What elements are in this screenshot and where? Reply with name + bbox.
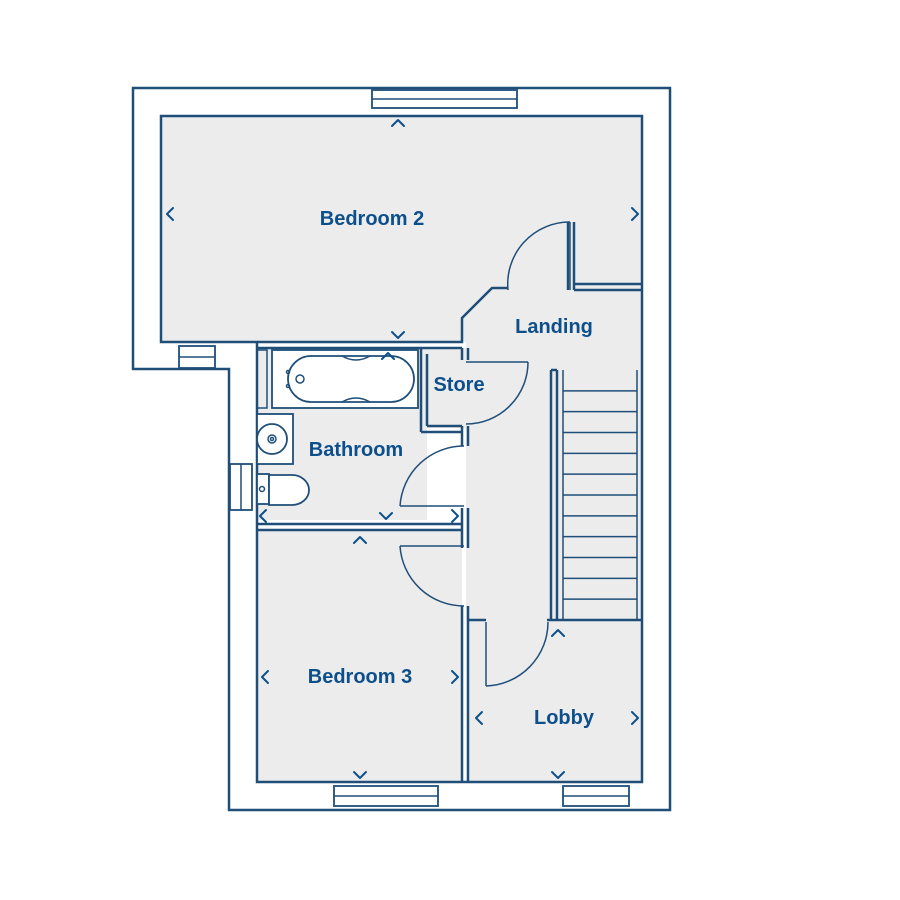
landing-area <box>466 290 642 620</box>
bath-icon <box>271 349 419 409</box>
doors <box>399 221 571 687</box>
windows <box>178 89 630 807</box>
bedroom-3-area <box>257 530 462 782</box>
arrow-right <box>631 207 639 221</box>
arrow-right <box>631 711 639 725</box>
room-label-bathroom: Bathroom <box>309 439 403 461</box>
arrow-up <box>353 536 367 544</box>
arrow-down <box>379 512 393 520</box>
arrow-up <box>551 629 565 637</box>
arrow-down <box>353 771 367 779</box>
arrow-right <box>451 509 459 523</box>
window-top <box>371 89 518 109</box>
lobby-area <box>468 620 642 782</box>
room-labels: Bedroom 2 Landing Store Bathroom Bedroom… <box>308 208 595 729</box>
arrow-up <box>381 352 395 360</box>
arrow-up <box>391 119 405 127</box>
arrow-down <box>391 331 405 339</box>
room-label-store: Store <box>433 374 484 396</box>
window-left <box>178 345 216 369</box>
window-bottom-right <box>562 785 630 807</box>
arrow-left <box>166 207 174 221</box>
bath-panel <box>256 349 268 409</box>
room-label-bedroom-3: Bedroom 3 <box>308 666 412 688</box>
room-label-bedroom-2: Bedroom 2 <box>320 208 424 230</box>
store-area <box>427 348 466 428</box>
door-store <box>465 361 529 425</box>
arrow-right <box>451 670 459 684</box>
staircase-icon <box>549 368 638 620</box>
toilet-icon <box>256 473 310 506</box>
window-bathroom <box>229 463 253 511</box>
door-bedroom-3 <box>399 545 465 607</box>
arrow-left <box>259 509 267 523</box>
outer-walls <box>131 86 672 812</box>
door-bedroom-2 <box>506 221 571 291</box>
dimension-arrows <box>166 119 639 779</box>
door-bathroom <box>399 445 465 507</box>
arrow-left <box>261 670 269 684</box>
window-bottom-left <box>333 785 439 807</box>
arrow-left <box>475 711 483 725</box>
door-lobby <box>485 621 549 687</box>
room-label-lobby: Lobby <box>534 707 595 729</box>
internal-walls <box>257 222 642 782</box>
room-label-landing: Landing <box>515 316 593 338</box>
arrow-down <box>551 771 565 779</box>
basin-icon <box>256 413 294 465</box>
